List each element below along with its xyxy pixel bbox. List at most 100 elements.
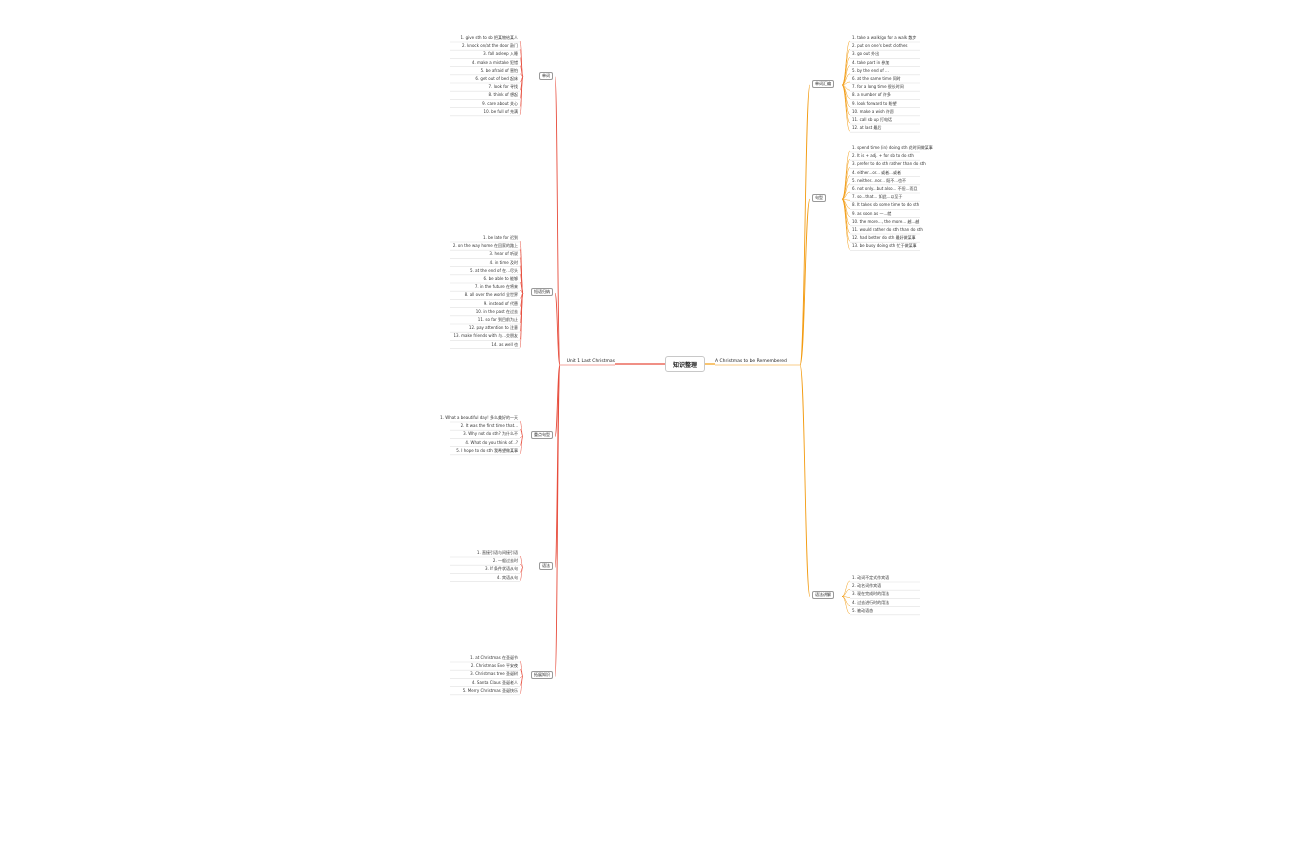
item-1-1-7[interactable]: 8. all over the world 全世界	[464, 292, 518, 298]
item-1-4-2[interactable]: 3. Christmas tree 圣诞树	[470, 671, 518, 677]
item-0-2-4-link	[841, 596, 851, 615]
sub-1-1-link	[554, 292, 561, 366]
item-0-0-0-link	[841, 40, 851, 86]
item-0-0-3[interactable]: 4. take part in 参加	[852, 59, 890, 65]
item-1-0-0[interactable]: 1. give sth to sb 把某物给某人	[460, 35, 518, 40]
item-0-0-11-link	[841, 84, 851, 132]
sub-1-3-label[interactable]: 语法	[539, 562, 553, 571]
item-0-0-10[interactable]: 11. call sb up 打电话	[852, 117, 893, 122]
item-1-4-4-link	[519, 676, 524, 695]
item-0-1-9[interactable]: 10. the more..., the more... 越...越	[852, 218, 920, 224]
sub-0-0-label[interactable]: 单词汇编	[812, 80, 834, 89]
item-0-0-4[interactable]: 5. by the end of ...	[852, 67, 889, 73]
item-0-0-9[interactable]: 10. make a wish 许愿	[852, 108, 894, 114]
item-1-1-4[interactable]: 5. at the end of 在...尽头	[470, 267, 518, 273]
branch-0-label[interactable]: A Christmas to be Remembered	[715, 359, 787, 364]
item-1-2-1[interactable]: 2. It was the first time that...	[460, 423, 518, 429]
item-1-0-4[interactable]: 5. be afraid of 害怕	[480, 67, 518, 73]
item-0-2-0-link	[841, 580, 851, 597]
item-0-1-7[interactable]: 8. It takes sb some time to do sth	[852, 202, 920, 208]
item-1-2-0-link	[519, 420, 524, 437]
item-0-0-2[interactable]: 3. go out 外出	[852, 51, 880, 57]
item-1-1-13-link	[519, 293, 524, 348]
item-1-4-1[interactable]: 2. Christmas Eve 平安夜	[470, 663, 518, 669]
item-0-2-4[interactable]: 5. 被动语态	[852, 607, 874, 613]
item-1-2-0[interactable]: 1. What a beautiful day! 多么美好的一天	[440, 415, 518, 420]
item-0-1-11-link	[841, 198, 851, 242]
item-1-0-7[interactable]: 8. think of 想起	[488, 92, 518, 98]
item-0-1-11[interactable]: 12. had better do sth 最好做某事	[852, 235, 916, 241]
item-1-1-10[interactable]: 11. so far 到目前为止	[477, 317, 518, 322]
item-0-1-0[interactable]: 1. spend time (in) doing sth 花时间做某事	[852, 145, 933, 150]
item-1-1-12[interactable]: 13. make friends with 与...交朋友	[453, 333, 518, 339]
item-0-0-5[interactable]: 6. at the same time 同时	[852, 76, 901, 81]
sub-1-2-link	[554, 364, 561, 437]
item-1-2-3[interactable]: 4. What do you think of...?	[465, 439, 518, 445]
item-0-2-1[interactable]: 2. 动名词作宾语	[852, 583, 882, 589]
item-1-1-2[interactable]: 3. hear of 听说	[489, 251, 518, 257]
item-1-3-1[interactable]: 2. 一般过去时	[492, 558, 518, 564]
item-1-3-3[interactable]: 4. 宾语从句	[496, 574, 518, 580]
item-0-2-1-link	[841, 588, 851, 597]
sub-0-2-label[interactable]: 语法讲解	[812, 591, 834, 600]
sub-1-4-link	[554, 364, 561, 677]
item-1-0-8[interactable]: 9. care about 关心	[482, 100, 518, 106]
item-1-0-1[interactable]: 2. knock on/at the door 敲门	[462, 43, 518, 49]
center-node[interactable]: 知识整理	[665, 356, 705, 372]
item-1-1-8[interactable]: 9. instead of 代替	[483, 300, 518, 306]
item-1-4-0[interactable]: 1. at Christmas 在圣诞节	[470, 655, 518, 660]
item-0-0-1[interactable]: 2. put on one's best clothes	[852, 43, 908, 49]
item-0-2-0[interactable]: 1. 动词不定式作宾语	[852, 575, 890, 580]
sub-1-2-label[interactable]: 重点句型	[531, 431, 553, 440]
item-1-1-13[interactable]: 14. as well 也	[491, 341, 518, 347]
item-1-0-3[interactable]: 4. make a mistake 犯错	[471, 59, 518, 65]
sub-1-0-label[interactable]: 单词	[539, 71, 553, 80]
item-0-1-4[interactable]: 5. neither...nor... 既不...也不	[852, 177, 907, 183]
item-0-1-12[interactable]: 13. be busy doing sth 忙于做某事	[852, 243, 917, 249]
item-0-0-11[interactable]: 12. at last 最后	[852, 125, 882, 131]
item-1-1-1[interactable]: 2. on the way home 在回家的路上	[452, 243, 518, 249]
sub-1-0-link	[554, 76, 561, 366]
branch-1-label[interactable]: Unit 1 Last Christmas	[566, 359, 615, 364]
item-0-1-3[interactable]: 4. either...or... 或者...或者	[852, 169, 901, 175]
item-0-0-8[interactable]: 9. look forward to 盼望	[852, 100, 897, 106]
item-0-0-6[interactable]: 7. for a long time 很长时间	[852, 84, 904, 90]
item-0-2-2[interactable]: 3. 现在完成时的用法	[852, 591, 890, 597]
item-0-0-10-link	[841, 84, 851, 124]
item-1-1-11[interactable]: 12. pay attention to 注意	[468, 325, 518, 331]
item-0-1-8[interactable]: 9. as soon as 一...就	[852, 210, 892, 216]
item-1-3-2[interactable]: 3. If 条件状语从句	[485, 566, 518, 572]
item-1-0-6[interactable]: 7. look for 寻找	[488, 84, 518, 90]
item-1-4-4[interactable]: 5. Merry Christmas 圣诞快乐	[462, 687, 518, 693]
item-1-1-6[interactable]: 7. in the future 在将来	[474, 284, 518, 290]
item-0-1-2[interactable]: 3. prefer to do sth rather than do sth	[852, 161, 926, 167]
item-1-1-0[interactable]: 1. be late for 迟到	[483, 235, 518, 240]
item-1-0-2[interactable]: 3. fall asleep 入睡	[483, 51, 518, 57]
item-0-1-6[interactable]: 7. so...that... 如此...以至于	[852, 194, 903, 200]
item-0-1-1-link	[841, 158, 851, 200]
sub-1-4-label[interactable]: 拓展知识	[531, 671, 553, 680]
item-1-4-3[interactable]: 4. Santa Claus 圣诞老人	[471, 679, 518, 685]
item-1-0-5[interactable]: 6. get out of bed 起床	[475, 76, 518, 81]
item-1-1-5[interactable]: 6. be able to 能够	[483, 276, 518, 281]
item-0-0-0[interactable]: 1. take a walk/go for a walk 散步	[852, 35, 917, 40]
item-0-0-7[interactable]: 8. a number of 许多	[852, 92, 891, 98]
item-1-0-9[interactable]: 10. be full of 充满	[483, 108, 518, 114]
sub-0-1-label[interactable]: 句型	[812, 194, 826, 203]
item-1-2-4[interactable]: 5. I hope to do sth 我希望做某事	[456, 447, 518, 453]
item-1-2-4-link	[519, 436, 524, 455]
item-0-1-10[interactable]: 11. would rather do sth than do sth	[852, 227, 923, 232]
item-1-0-9-link	[519, 76, 524, 116]
item-1-1-9[interactable]: 10. in the past 在过去	[475, 308, 518, 314]
item-0-2-3[interactable]: 4. 过去进行时的用法	[852, 599, 890, 605]
item-0-1-1[interactable]: 2. It is + adj. + for sb to do sth	[852, 153, 914, 159]
item-1-2-2[interactable]: 3. Why not do sth? 为什么不	[463, 431, 518, 437]
sub-0-1-link	[799, 198, 811, 366]
sub-1-1-label[interactable]: 短语归纳	[531, 288, 553, 297]
item-1-1-3[interactable]: 4. in time 及时	[489, 259, 518, 265]
item-0-1-5[interactable]: 6. not only...but also... 不但...而且	[852, 186, 918, 191]
sub-1-3-link	[554, 364, 561, 568]
item-1-3-0[interactable]: 1. 直接引语与间接引语	[476, 550, 518, 555]
